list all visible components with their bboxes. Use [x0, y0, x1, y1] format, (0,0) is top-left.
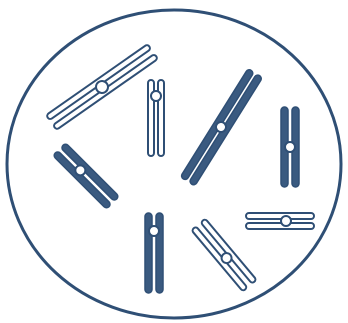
chromosome-4 — [281, 107, 299, 187]
chromosome-8 — [246, 213, 314, 229]
chromosome-5 — [53, 143, 119, 209]
chromosome-3 — [180, 68, 262, 186]
chromosome-2 — [148, 80, 164, 156]
chromosome-6 — [145, 213, 163, 293]
chromosome-1 — [46, 44, 158, 130]
cell-outline-icon — [7, 10, 341, 318]
